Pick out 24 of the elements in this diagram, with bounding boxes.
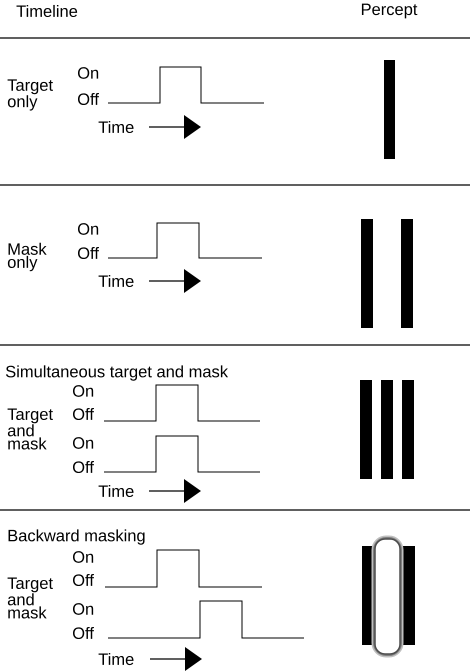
column-heading: Timeline [16,4,78,18]
column-heading: Percept [362,4,418,18]
level-label: On [72,603,94,615]
level-label: On [72,385,94,397]
condition-label: Target only [8,79,53,111]
time-label: Time [98,274,134,288]
condition-label: Mask only [8,242,47,272]
panel-title: Simultaneous target and mask [6,365,228,381]
level-label: Off [72,408,94,420]
level-label: Off [78,246,99,260]
panel-title: Backward masking [8,529,145,545]
condition-label: Target and mask [8,408,53,450]
level-label: On [72,551,94,563]
level-label: Off [72,626,94,640]
level-label: On [78,223,98,235]
time-label: Time [98,120,134,134]
level-label: Off [72,574,94,586]
level-label: On [78,67,98,79]
level-label: Off [78,92,99,106]
condition-label: Target and mask [8,578,53,618]
level-label: On [72,437,94,449]
level-label: Off [72,460,94,474]
time-label: Time [98,652,134,666]
time-label: Time [98,484,134,498]
